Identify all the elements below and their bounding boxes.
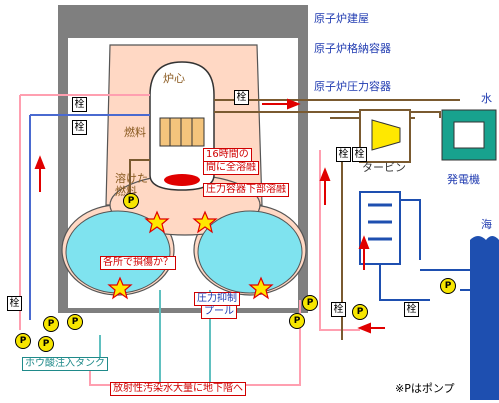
pump-icon: P <box>440 278 456 294</box>
pump-icon: P <box>289 313 305 329</box>
flow-arrows <box>34 98 385 334</box>
pump-icon: P <box>43 316 59 332</box>
suppression-pool-shape <box>65 210 303 294</box>
valve-icon: 栓 <box>336 147 351 162</box>
label-melted-fuel-1: 溶けた <box>115 172 148 185</box>
turbine-shape <box>359 109 411 163</box>
valve-icon: 栓 <box>331 302 346 317</box>
label-water: 水 <box>481 92 492 105</box>
label-sea: 海 <box>481 218 492 231</box>
pump-icon: P <box>15 333 31 349</box>
valve-icon: 栓 <box>7 296 22 311</box>
valve-icon: 栓 <box>72 120 87 135</box>
valve-icon: 栓 <box>352 147 367 162</box>
label-vessel-bottom-melt: 圧力容器下部溶融 <box>203 183 289 197</box>
label-fuel: 燃料 <box>124 126 146 139</box>
valve-icon: 栓 <box>72 97 87 112</box>
label-turbine: タービン <box>362 161 406 174</box>
pump-icon: P <box>302 295 318 311</box>
label-full-meltdown-1: 16時間の <box>203 148 252 162</box>
sea-shape <box>470 236 499 400</box>
pump-icon: P <box>123 193 139 209</box>
valve-icon: 栓 <box>404 302 419 317</box>
label-pressure-vessel: 原子炉圧力容器 <box>314 80 391 93</box>
pump-icon: P <box>352 304 368 320</box>
pump-note: ※Pはポンプ <box>395 382 455 395</box>
label-boric-acid-tank: ホウ酸注入タンク <box>22 357 108 371</box>
label-suppression-pool-2: プール <box>201 305 237 319</box>
label-containment-vessel: 原子炉格納容器 <box>314 42 391 55</box>
condenser-shape <box>359 191 401 265</box>
pump-icon: P <box>38 336 54 352</box>
valve-icon: 栓 <box>234 90 249 105</box>
label-core: 炉心 <box>163 72 185 85</box>
label-full-meltdown-2: 間に全溶融 <box>203 161 259 175</box>
label-reactor-building: 原子炉建屋 <box>314 12 369 25</box>
label-generator: 発電機 <box>447 173 480 186</box>
generator-shape <box>441 109 497 161</box>
pressure-vessel-shape <box>149 61 215 191</box>
damage-stars <box>107 210 274 300</box>
label-damage: 各所で損傷か？ <box>100 256 176 270</box>
label-suppression-pool-1: 圧力抑制 <box>194 292 240 306</box>
label-contaminated-water: 放射性汚染水大量に地下階へ <box>110 382 246 396</box>
pump-icon: P <box>67 314 83 330</box>
